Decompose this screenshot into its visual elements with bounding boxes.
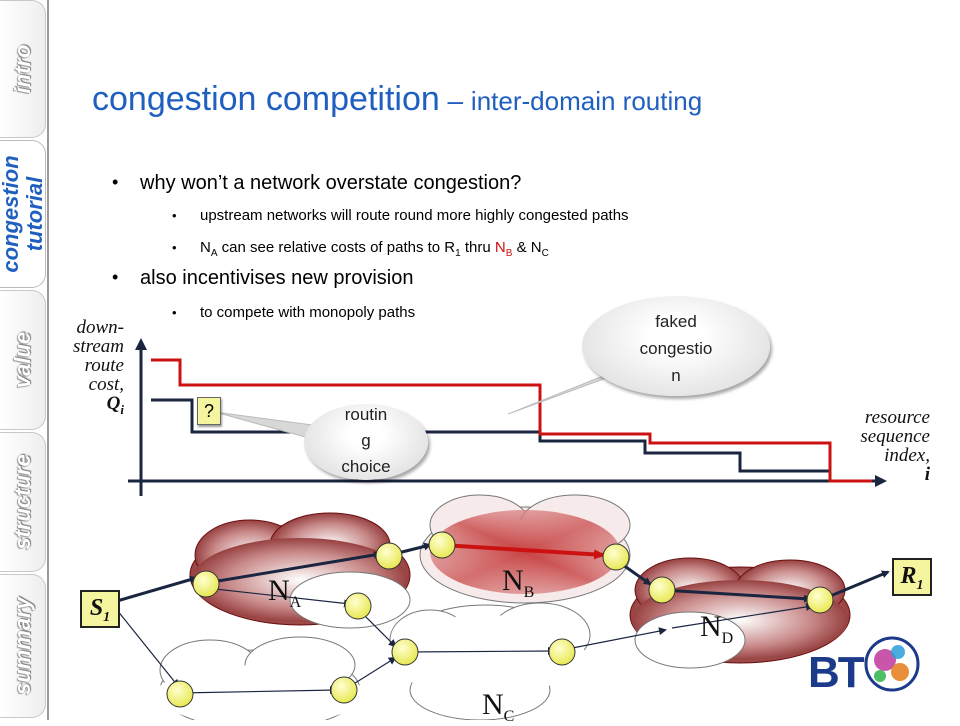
y-label-line: down- [76,317,125,338]
x-label-line: sequence [860,426,930,447]
bullet-2: also incentivises new provision [140,267,414,289]
router-node [648,576,676,604]
destination-label: R1 [892,558,932,596]
domain-main: N [482,688,504,721]
y-label-line: stream [72,336,124,357]
domain-label-nc: NC [482,688,514,726]
bullet-dot: • [172,305,177,320]
network-nodes [166,531,834,708]
router-node [166,680,194,708]
source-main: S [89,595,104,621]
y-label-line: cost, [88,374,124,395]
tab-intro[interactable]: intro [0,0,46,138]
x-label-line: resource [864,407,930,428]
callout-line: g [361,431,371,450]
router-node [806,586,834,614]
domain-label-na: NA [268,574,301,612]
faked-cost-line [151,358,872,483]
cloud-nd-overlay-white [634,611,746,669]
domain-sub: D [721,630,734,647]
cloud-left-lower [155,636,365,720]
tab-value[interactable]: value [0,290,46,430]
title-main: congestion competition [92,80,440,118]
bullet-dot: • [112,267,119,287]
y-axis-label: down- stream route cost, Qi [40,318,124,419]
bullet-1b: NA can see relative costs of paths to R1… [200,239,549,259]
x-label-line: index, [884,445,930,466]
b1b-amp: & N [512,239,542,256]
y-label-line: route [84,355,124,376]
faked-congestion-callout: faked congestio n [582,296,770,396]
callout-line: choice [341,457,391,476]
sidebar-divider [47,0,49,720]
b1b-sub1: A [210,248,218,259]
router-node [330,676,358,704]
callout-line: n [671,366,681,385]
b1b-nbsub: B [505,248,513,259]
callout-line: routin [344,405,388,424]
b1b-pre: N [200,239,211,256]
b1b-nb: N [494,239,506,256]
title-dash: – [439,85,471,116]
router-node [391,638,419,666]
tab-structure[interactable]: structure [0,432,46,572]
cloud-nb [419,494,631,604]
source-sub: 1 [103,609,111,625]
bullet-1: why won’t a network overstate congestion… [140,172,522,194]
bt-logo-text: BT [808,648,865,697]
bt-logo-globe [864,636,920,692]
bullet-dot: • [172,208,177,223]
x-symbol: i [924,464,930,485]
true-cost-line [151,398,832,481]
title-sub: inter-domain routing [470,86,703,116]
dest-sub: 1 [916,577,924,593]
router-node [344,592,372,620]
b1b-sub2: 1 [455,248,461,259]
b1b-thru: thru [460,239,495,256]
b1b-mid: can see relative costs of paths to R [217,239,456,256]
tab-summary[interactable]: summary [0,574,46,718]
domain-sub: C [503,708,515,725]
bullet-dot: • [172,240,177,255]
domain-main: N [268,574,290,607]
chart-axes [128,338,887,496]
domain-main: N [502,564,524,597]
dest-main: R [900,563,917,589]
router-node [602,543,630,571]
y-symbol: Q [106,393,121,414]
routing-choice-callout: routin g choice [304,404,428,480]
cloud-nc [385,602,591,720]
callout-line: congestio [639,339,713,358]
b1b-ncsub: C [541,248,549,259]
y-axis-arrow [135,338,147,350]
domain-sub: A [289,594,302,611]
question-mark-badge: ? [197,397,221,425]
bullet-2a: to compete with monopoly paths [200,304,416,321]
domain-main: N [700,610,722,643]
bullet-1a: upstream networks will route round more … [200,207,629,224]
x-axis-label: resource sequence index, i [800,408,930,484]
router-node [375,542,403,570]
page-title: congestion competition – inter-domain ro… [92,80,702,119]
router-node [548,638,576,666]
network-links [116,542,890,695]
domain-label-nb: NB [502,564,534,602]
y-symbol-sub: i [120,401,124,417]
domain-label-nd: ND [700,610,733,648]
source-label: S1 [80,590,120,628]
router-node [428,531,456,559]
bullet-dot: • [112,172,119,192]
callout-line: faked [655,312,697,331]
router-node [192,570,220,598]
domain-sub: B [523,584,535,601]
x-axis-arrow [875,475,887,487]
